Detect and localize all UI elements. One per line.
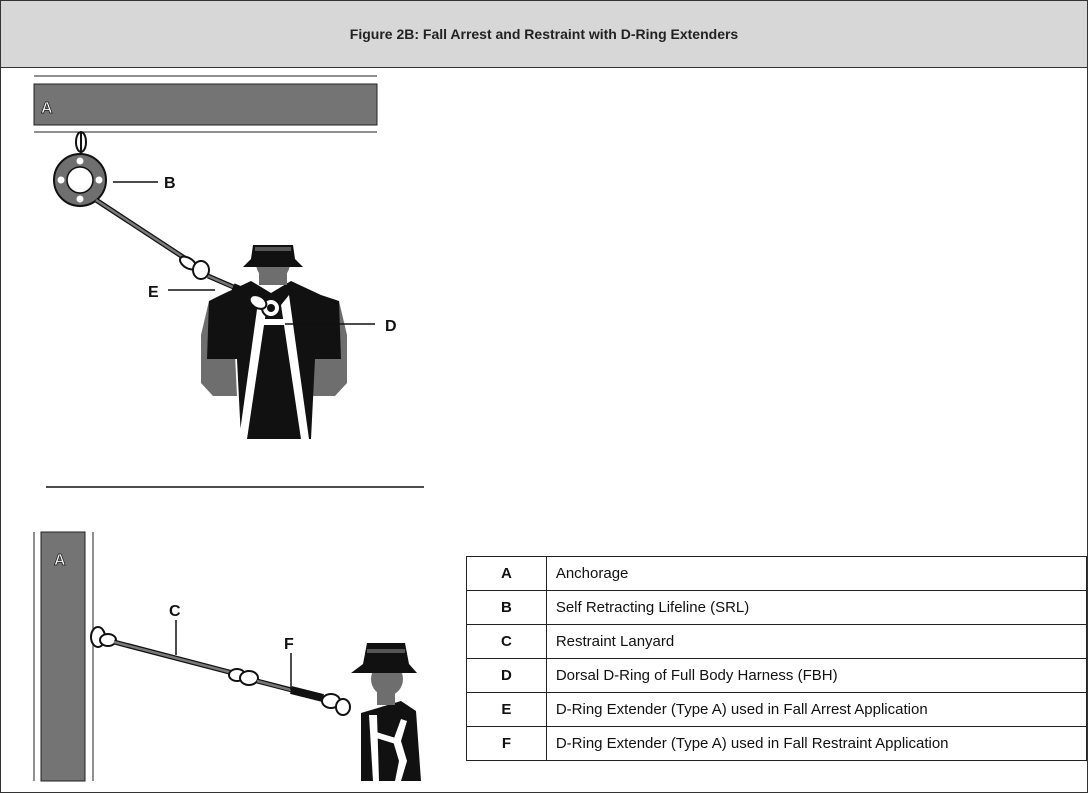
legend-body: A Anchorage B Self Retracting Lifeline (…: [466, 556, 1088, 761]
legend-description: D-Ring Extender (Type A) used in Fall Re…: [545, 726, 1088, 761]
legend-description: D-Ring Extender (Type A) used in Fall Ar…: [545, 692, 1088, 727]
legend-code: F: [466, 726, 547, 761]
label-f: F: [284, 636, 294, 653]
label-a-bottom: A: [54, 552, 66, 569]
legend-row: C Restraint Lanyard: [466, 624, 1088, 659]
legend-code: B: [466, 590, 547, 625]
label-b: B: [164, 175, 176, 192]
label-e: E: [148, 284, 159, 301]
top-anchorage-beam: [33, 75, 378, 133]
legend-code: C: [466, 624, 547, 659]
legend-description: Restraint Lanyard: [545, 624, 1088, 659]
extender-restraint: [256, 678, 351, 716]
legend-row: D Dorsal D-Ring of Full Body Harness (FB…: [466, 658, 1088, 693]
label-c: C: [169, 603, 181, 620]
label-d: D: [385, 318, 397, 335]
legend-description: Anchorage: [545, 556, 1088, 591]
legend-code: A: [466, 556, 547, 591]
wall-connector: [90, 626, 117, 648]
worker-top: [201, 245, 347, 439]
legend-row: F D-Ring Extender (Type A) used in Fall …: [466, 726, 1088, 761]
fall-protection-diagram: A B E: [33, 75, 424, 782]
legend-table: A Anchorage B Self Retracting Lifeline (…: [466, 556, 1088, 761]
legend-row: A Anchorage: [466, 556, 1088, 591]
legend-description: Self Retracting Lifeline (SRL): [545, 590, 1088, 625]
legend-row: B Self Retracting Lifeline (SRL): [466, 590, 1088, 625]
bottom-anchorage-column: [33, 531, 94, 782]
restraint-lanyard: [113, 639, 259, 686]
srl-lifeline: [94, 197, 210, 280]
legend-description: Dorsal D-Ring of Full Body Harness (FBH): [545, 658, 1088, 693]
worker-bottom: [351, 643, 421, 781]
legend-code: E: [466, 692, 547, 727]
srl-device: [53, 153, 107, 207]
figure-title: Figure 2B: Fall Arrest and Restraint wit…: [1, 1, 1087, 68]
legend-code: D: [466, 658, 547, 693]
label-a-top: A: [41, 100, 53, 117]
legend-row: E D-Ring Extender (Type A) used in Fall …: [466, 692, 1088, 727]
